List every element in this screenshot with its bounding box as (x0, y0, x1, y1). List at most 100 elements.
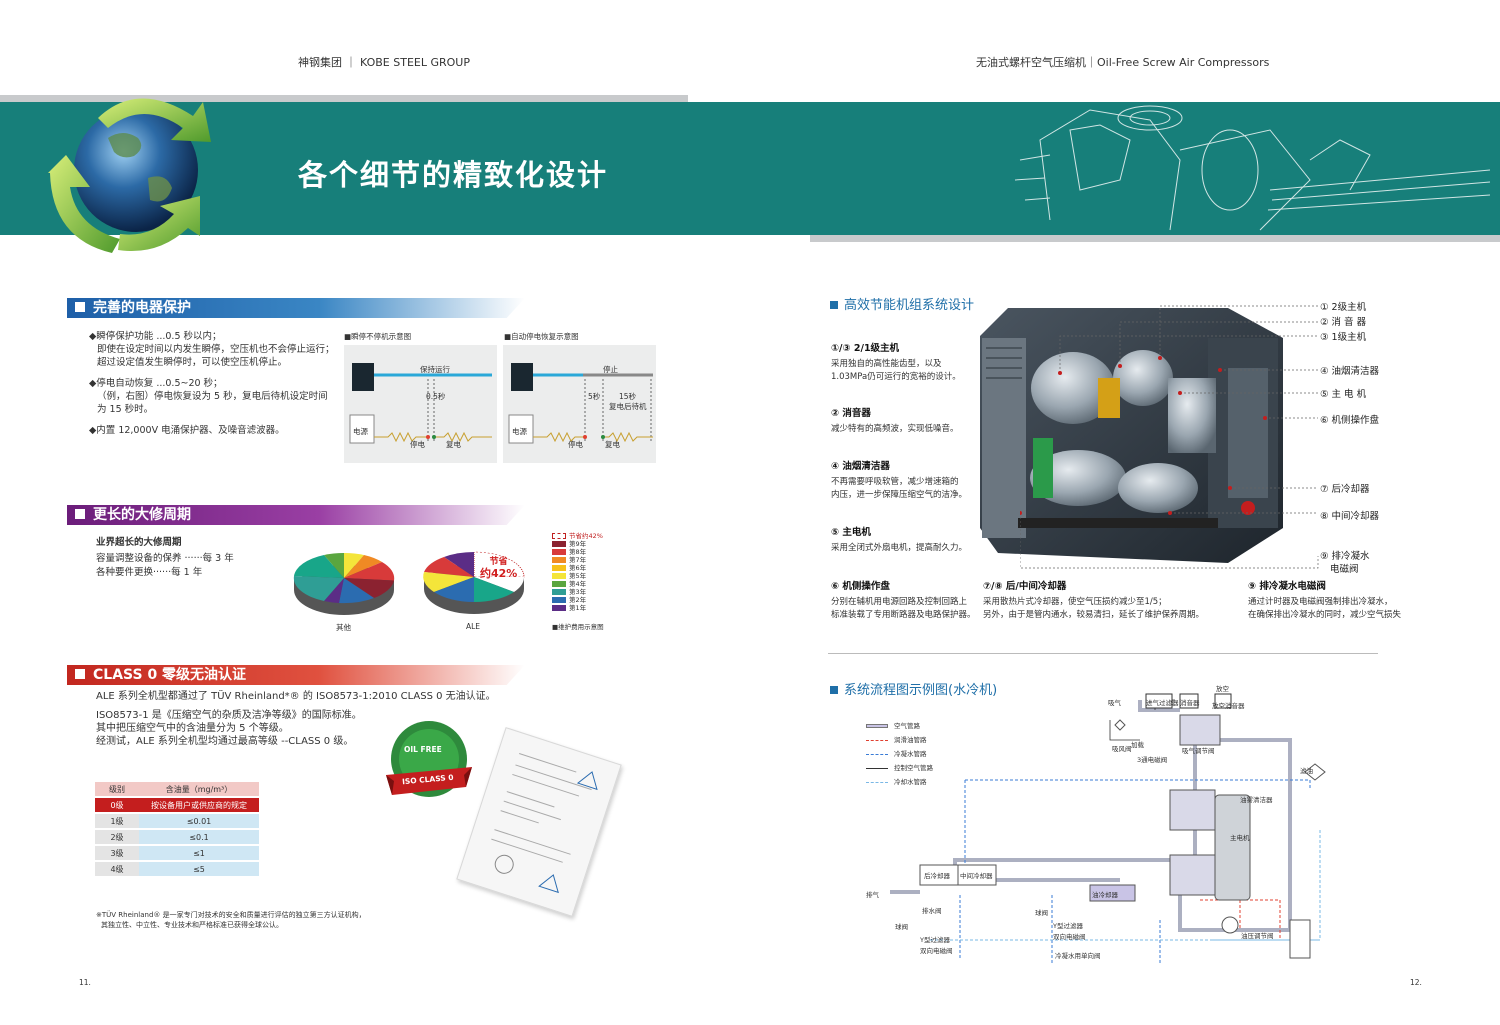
flow-label-intake: 吸气 (1108, 699, 1121, 707)
diagram1-box: 保持运行 0.5秒 电源 停电 复电 (344, 345, 497, 463)
pie-chart-ale (423, 551, 525, 614)
callout-8: ⑧ 中间冷却器 (1320, 511, 1380, 522)
divider (828, 653, 1378, 654)
class0-line-2: ISO8573-1 是《压缩空气的杂质及洁净等级》的国际标准。 (96, 710, 362, 721)
feature-item: ⑨ 排冷凝水电磁阀 通过计时器及电磁阀强制排出冷凝水， 在确保排出冷凝水的同时，… (1248, 581, 1402, 620)
flow-label-ball: 球阀 (895, 923, 908, 931)
section-marker-icon (75, 509, 85, 519)
callout-lines (1020, 305, 1319, 569)
diagram1-drawing (349, 363, 492, 444)
section-marker-icon (830, 301, 838, 309)
section-flow-diagram: 系统流程图示例图(水冷机) (830, 679, 997, 698)
header-left: 神钢集团 ｜ KOBE STEEL GROUP (298, 56, 470, 69)
footnote-line-2: 其独立性、中立性、专业技术和严格标准已获得全球公认。 (101, 921, 283, 929)
flow-label-yfilter-2: Y型过滤器 (1053, 922, 1083, 930)
page-number-right: 12. (1410, 978, 1422, 987)
certificate-drawing (491, 753, 598, 894)
certificate-image (456, 727, 622, 917)
flow-label-dual-2: 双向电磁阀 (1053, 933, 1086, 941)
legend-item: 空气管路 (866, 719, 933, 733)
feature-item: ⑥ 机侧操作盘 分别在辅机用电源回路及控制回路上 标准装载了专用断路器及电路保护… (831, 581, 976, 620)
power-label: 电源 (353, 427, 368, 436)
feature-item: ①/③ 2/1级主机 采用独自的高性能齿型，以及 1.03MPa仍可运行的宽裕的… (831, 343, 961, 382)
legend-item: 第1年 (552, 604, 603, 612)
top-divider-left (0, 95, 688, 102)
callout-1: ① 2级主机 (1320, 302, 1367, 313)
fifteen-sec-label: 15秒 (619, 392, 637, 401)
control-line-swatch (866, 767, 888, 769)
legend-swatch (552, 557, 566, 563)
air-line-swatch (866, 724, 888, 728)
flow-label-mist: 油雾清洁器 (1240, 796, 1273, 804)
diagram2-box: 停止 5秒 15秒 复电后待机 电源 停电 复电 (503, 345, 656, 463)
callout-5: ⑤ 主 电 机 (1320, 389, 1367, 400)
power-label: 电源 (512, 427, 527, 436)
flow-label-oilfilter: 滤油 (1300, 767, 1313, 775)
section-marker-icon (830, 686, 838, 694)
oil-line-swatch (866, 739, 888, 741)
legend-item: 第7年 (552, 556, 603, 564)
legend-swatch (552, 573, 566, 579)
flow-label-vent-silencer: 放空消音器 (1212, 702, 1245, 710)
legend-swatch (552, 605, 566, 611)
legend-item: 第9年 (552, 540, 603, 548)
pie-legend: 节省约42% 第9年 第8年 第7年 第6年 第5年 第4年 第3年 第2年 第… (552, 532, 603, 612)
callout-2: ② 消 音 器 (1320, 317, 1367, 328)
header-right: 无油式螺杆空气压缩机｜Oil-Free Screw Air Compressor… (976, 56, 1270, 69)
compressor-line-art (1014, 105, 1491, 231)
section-efficient-design: 高效节能机组系统设计 (830, 294, 974, 313)
saving-callout: 节省 约42% (480, 557, 518, 580)
table-header: 级别 含油量（mg/m³） (95, 782, 259, 796)
flow-label-oilpump: 油压调节阀 (1241, 932, 1274, 940)
table-row: 4级 ≤5 (95, 862, 259, 876)
callout-9b: 电磁阀 (1330, 564, 1359, 575)
footnote-line-1: ※TÜV Rheinland® 是一家专门对技术的安全和质量进行评估的独立第三方… (96, 911, 366, 919)
flow-label-ball-2: 球阀 (1035, 909, 1048, 917)
pie-chart-others (293, 552, 395, 615)
flow-label-yfilter: Y型过滤器 (920, 936, 950, 944)
overhaul-line-1: 容量调整设备的保养 ······每 3 年 (96, 553, 234, 564)
legend-swatch (552, 589, 566, 595)
callout-4: ④ 油烟清洁器 (1320, 366, 1380, 377)
legend-item: 第3年 (552, 588, 603, 596)
section-overhaul-period: 更长的大修周期 (67, 505, 525, 525)
diagram2-caption: ■自动停电恢复示意图 (504, 332, 579, 341)
flow-label-vent: 放空 (1216, 685, 1229, 693)
flow-label-load: 加载 (1131, 741, 1144, 749)
legend-item: 节省约42% (552, 532, 603, 540)
flow-label-dual: 双向电磁阀 (920, 947, 953, 955)
flow-label-inter: 中间冷却器 (960, 872, 993, 880)
class0-line-1: ALE 系列全机型都通过了 TÜV Rheinland*® 的 ISO8573-… (96, 691, 496, 702)
overhaul-line-2: 各种要件更换······每 1 年 (96, 567, 203, 578)
flow-label-drain: 排水阀 (922, 907, 942, 915)
stop-label: 停止 (603, 365, 618, 374)
flow-legend: 空气管路 润滑油管路 冷凝水管路 控制空气管路 冷却水管路 (866, 719, 933, 789)
oil-free-badge: OIL FREE ISO CLASS 0 (384, 717, 474, 812)
section-title: 更长的大修周期 (93, 507, 191, 523)
section-title: CLASS 0 零级无油认证 (93, 667, 247, 683)
section-class0: CLASS 0 零级无油认证 (67, 665, 525, 685)
section-electrical-protection: 完善的电器保护 (67, 298, 525, 318)
table-row: 0级 按设备用户或供应商的规定 (95, 798, 259, 812)
power-on-label: 复电 (605, 440, 620, 449)
list-item: ◆瞬停保护功能 ...0.5 秒以内； 即使在设定时间以内发生瞬停，空压机也不会… (89, 331, 335, 368)
legend-item: 冷却水管路 (866, 775, 933, 789)
flow-label-3way: 3通电磁阀 (1137, 756, 1168, 764)
flow-label-suction-valve: 吸气调节阀 (1182, 747, 1215, 755)
table-row: 3级 ≤1 (95, 846, 259, 860)
feature-item: ④ 油烟清洁器 不再需要呼吸软管，减少增速箱的 内压，进一步保障压缩空气的洁净。 (831, 461, 968, 500)
flow-label-silencer: 消音器 (1180, 699, 1200, 707)
protection-list: ◆瞬停保护功能 ...0.5 秒以内； 即使在设定时间以内发生瞬停，空压机也不会… (89, 330, 339, 437)
legend-swatch (552, 597, 566, 603)
flow-diagram (890, 693, 1326, 965)
class0-line-4: 经测试，ALE 系列全机型均通过最高等级 --CLASS 0 级。 (96, 736, 354, 747)
diagram2-drawing (508, 363, 653, 444)
power-off-label: 停电 (568, 440, 583, 449)
oil-class-table: 级别 含油量（mg/m³） 0级 按设备用户或供应商的规定 1级 ≤0.01 2… (95, 780, 259, 878)
flow-label-after: 后冷却器 (924, 872, 950, 880)
class0-line-3: 其中把压缩空气中的含油量分为 5 个等级。 (96, 723, 289, 734)
page-title: 各个细节的精致化设计 (298, 158, 609, 192)
callout-7: ⑦ 后冷却器 (1320, 484, 1370, 495)
legend-item: 第4年 (552, 580, 603, 588)
flow-label-motor: 主电机 (1230, 834, 1250, 842)
